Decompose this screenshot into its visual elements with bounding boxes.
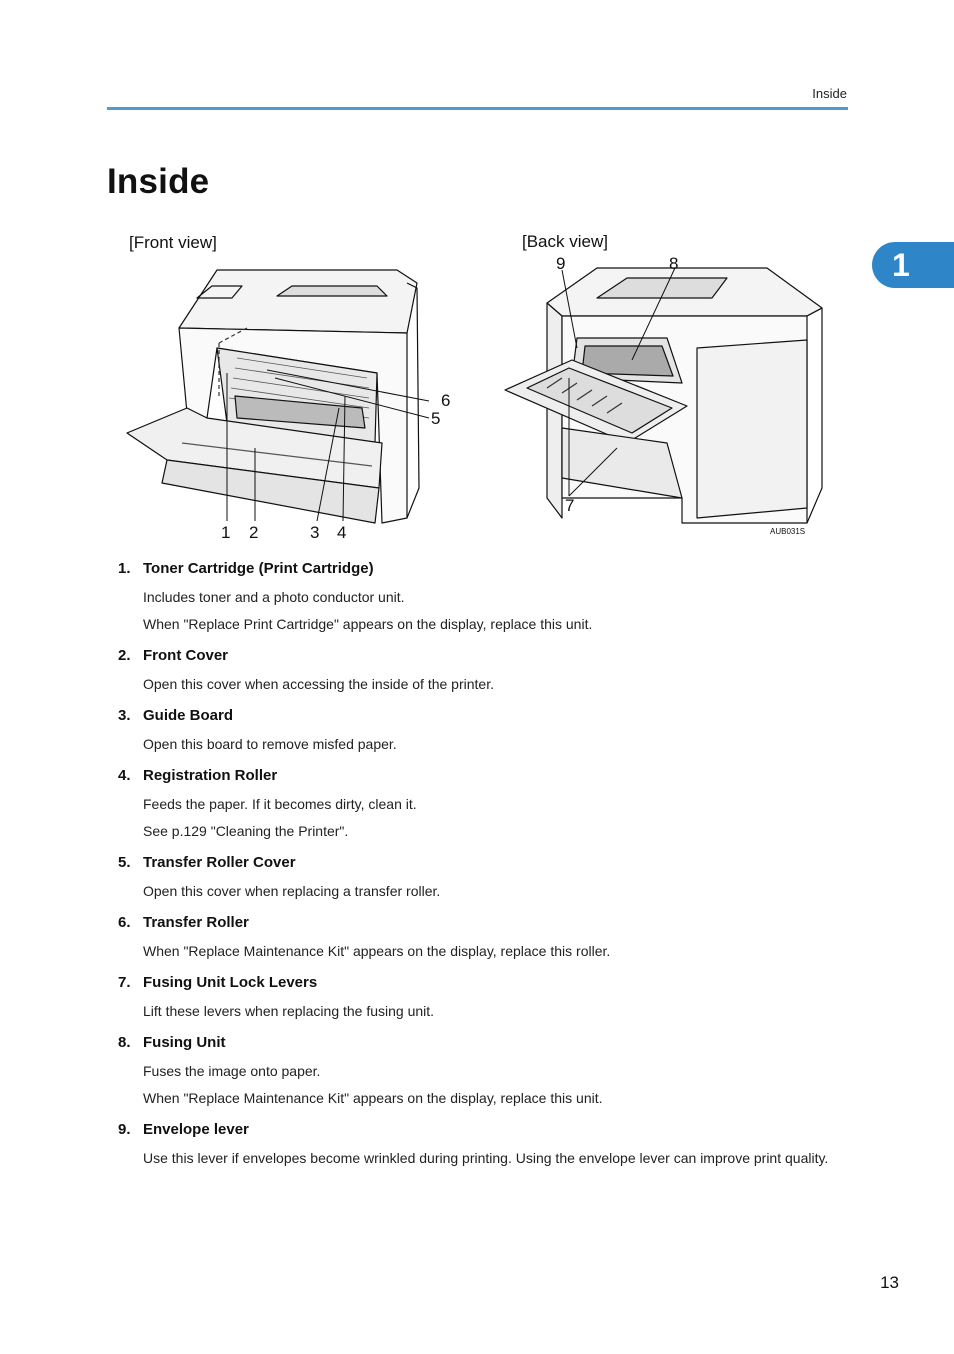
item-number: 5. bbox=[118, 854, 131, 871]
item-title: Front Cover bbox=[143, 647, 229, 664]
cross-reference-link[interactable]: See p.129 "Cleaning the Printer". bbox=[143, 823, 349, 839]
item-number: 1. bbox=[118, 560, 131, 577]
item-description: When "Replace Maintenance Kit" appears o… bbox=[143, 943, 611, 959]
list-item: 7. Fusing Unit Lock Levers Lift these lev… bbox=[118, 973, 858, 1020]
item-title: Envelope lever bbox=[143, 1121, 249, 1138]
callout-1: 1 bbox=[221, 523, 231, 542]
item-title: Registration Roller bbox=[143, 767, 278, 784]
callout-6: 6 bbox=[441, 391, 451, 410]
item-number: 6. bbox=[118, 914, 131, 931]
list-item: 8. Fusing Unit Fuses the image onto paper… bbox=[118, 1033, 858, 1107]
list-item: 1. Toner Cartridge (Print Cartridge) Incl… bbox=[118, 559, 858, 633]
callout-7: 7 bbox=[565, 496, 575, 515]
item-description: Open this cover when accessing the insid… bbox=[143, 676, 494, 692]
item-title: Transfer Roller bbox=[143, 914, 249, 931]
item-heading: 4. Registration Roller bbox=[118, 766, 858, 786]
chapter-tab[interactable]: 1 bbox=[872, 242, 954, 288]
list-item: 2. Front Cover Open this cover when acces… bbox=[118, 646, 858, 693]
list-item: 5. Transfer Roller Cover Open this cover … bbox=[118, 853, 858, 900]
item-number: 4. bbox=[118, 767, 131, 784]
item-description: Lift these levers when replacing the fus… bbox=[143, 1003, 435, 1019]
item-number: 3. bbox=[118, 707, 131, 724]
item-number: 8. bbox=[118, 1034, 131, 1051]
item-description: When "Replace Print Cartridge" appears o… bbox=[143, 616, 593, 632]
item-title: Guide Board bbox=[143, 707, 234, 724]
item-heading: 8. Fusing Unit bbox=[118, 1033, 858, 1053]
item-number: 2. bbox=[118, 647, 131, 664]
page-title: Inside bbox=[107, 162, 210, 201]
callout-8: 8 bbox=[669, 254, 679, 273]
back-view-label: [Back view] bbox=[522, 232, 608, 251]
header-rule bbox=[107, 107, 848, 110]
component-list: 1. Toner Cartridge (Print Cartridge) Incl… bbox=[118, 559, 858, 1167]
item-description: Use this lever if envelopes become wrink… bbox=[143, 1150, 829, 1166]
item-title: Fusing Unit Lock Levers bbox=[143, 974, 318, 991]
item-heading: 5. Transfer Roller Cover bbox=[118, 853, 858, 873]
list-item: 6. Transfer Roller When "Replace Maintena… bbox=[118, 913, 858, 960]
item-title: Transfer Roller Cover bbox=[143, 854, 296, 871]
item-heading: 6. Transfer Roller bbox=[118, 913, 858, 933]
item-heading: 1. Toner Cartridge (Print Cartridge) bbox=[118, 559, 858, 579]
callout-2: 2 bbox=[249, 523, 259, 542]
callout-9: 9 bbox=[556, 254, 566, 273]
list-item: 4. Registration Roller Feeds the paper. I… bbox=[118, 766, 858, 840]
item-description: Fuses the image onto paper. bbox=[143, 1063, 321, 1079]
printer-illustration bbox=[126, 267, 823, 524]
item-heading: 9. Envelope lever bbox=[118, 1120, 858, 1140]
item-description: Open this cover when replacing a transfe… bbox=[143, 883, 441, 899]
item-number: 7. bbox=[118, 974, 131, 991]
item-number: 9. bbox=[118, 1121, 131, 1138]
list-item: 9. Envelope lever Use this lever if envel… bbox=[118, 1120, 858, 1167]
item-heading: 2. Front Cover bbox=[118, 646, 858, 666]
item-description: When "Replace Maintenance Kit" appears o… bbox=[143, 1090, 603, 1106]
item-heading: 3. Guide Board bbox=[118, 706, 858, 726]
front-printer-drawing bbox=[126, 269, 420, 524]
callout-3: 3 bbox=[310, 523, 320, 542]
front-view-label: [Front view] bbox=[129, 233, 217, 252]
callout-4: 4 bbox=[337, 523, 347, 542]
item-title: Toner Cartridge (Print Cartridge) bbox=[143, 560, 374, 577]
item-description: Open this board to remove misfed paper. bbox=[143, 736, 397, 752]
running-head: Inside bbox=[812, 86, 847, 101]
page-number: 13 bbox=[880, 1273, 899, 1292]
item-description: Feeds the paper. If it becomes dirty, cl… bbox=[143, 796, 417, 812]
printer-figure: [Front view] [Back view] 1 2 3 4 5 6 7 8… bbox=[107, 228, 848, 548]
figure-code: AUB031S bbox=[770, 527, 806, 536]
item-title: Fusing Unit bbox=[143, 1034, 226, 1051]
list-item: 3. Guide Board Open this board to remove … bbox=[118, 706, 858, 753]
back-printer-drawing bbox=[504, 267, 823, 524]
item-heading: 7. Fusing Unit Lock Levers bbox=[118, 973, 858, 993]
callout-5: 5 bbox=[431, 409, 441, 428]
item-description: Includes toner and a photo conductor uni… bbox=[143, 589, 405, 605]
